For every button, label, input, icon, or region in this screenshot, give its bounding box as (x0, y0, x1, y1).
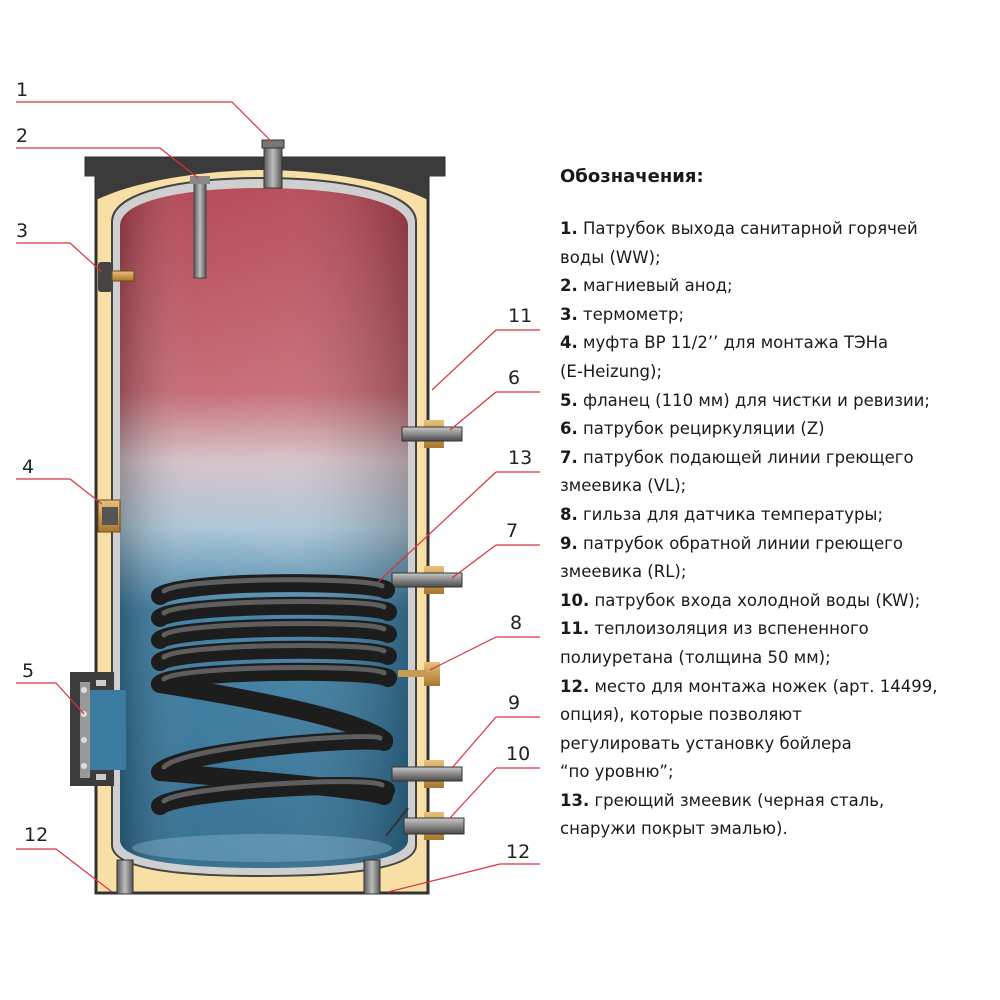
hot-water-outlet (261, 139, 285, 189)
top-cover (86, 158, 444, 200)
legend-item: 10. патрубок входа холодной воды (KW); (560, 587, 995, 616)
legend-item-number: 7. (560, 447, 578, 467)
legend-item: 11. теплоизоляция из вспененного полиуре… (560, 615, 995, 672)
callout-9: 9 (508, 692, 520, 714)
callout-7: 7 (506, 520, 518, 542)
legend-item-number: 12. (560, 676, 590, 696)
legend: Обозначения: 1. Патрубок выхода санитарн… (560, 166, 995, 844)
callout-10: 10 (506, 743, 530, 765)
legend-item-text: муфта ВР 11/2’’ для монтажа ТЭНа (E-Heiz… (560, 333, 889, 381)
heater-coupling (97, 499, 121, 533)
magnesium-anode (190, 176, 210, 279)
legend-item: 2. магниевый анод; (560, 272, 995, 301)
heating-coil (151, 574, 397, 815)
legend-item: 6. патрубок рециркуляции (Z) (560, 415, 995, 444)
legend-item: 9. патрубок обратной линии греющего змее… (560, 530, 995, 587)
recirculation-port (401, 420, 463, 448)
legend-item-number: 6. (560, 419, 578, 439)
legend-item: 3. термометр; (560, 301, 995, 330)
legend-item: 4. муфта ВР 11/2’’ для монтажа ТЭНа (E-H… (560, 329, 995, 386)
callout-12-right: 12 (506, 841, 530, 863)
callout-2: 2 (16, 125, 28, 147)
legend-item-number: 11. (560, 619, 590, 639)
legend-item-number: 5. (560, 390, 578, 410)
legend-item-text: термометр; (583, 304, 685, 324)
legend-item: 1. Патрубок выхода санитарной горячей во… (560, 215, 995, 272)
callout-3: 3 (16, 220, 28, 242)
callout-6: 6 (508, 367, 520, 389)
legend-item-text: греющий змеевик (черная сталь, снаружи п… (560, 790, 885, 839)
legend-item-text: гильза для датчика температуры; (583, 504, 884, 524)
legend-item: 8. гильза для датчика температуры; (560, 501, 995, 530)
legend-item-text: патрубок обратной линии греющего змеевик… (560, 533, 903, 582)
legend-item-number: 10. (560, 590, 590, 610)
legend-item-text: патрубок рециркуляции (Z) (583, 419, 825, 439)
callout-13: 13 (508, 447, 532, 469)
callout-4: 4 (22, 456, 34, 478)
legend-item-number: 4. (560, 333, 578, 353)
legend-item-text: теплоизоляция из вспененного полиуретана… (560, 619, 869, 667)
legend-item-text: магниевый анод; (583, 276, 733, 296)
callout-1: 1 (16, 79, 28, 101)
legend-item-number: 13. (560, 790, 590, 810)
callout-12-left: 12 (24, 824, 48, 846)
legend-item: 5. фланец (110 мм) для чистки и ревизии; (560, 387, 995, 416)
legend-item-number: 1. (560, 219, 578, 238)
legend-item-text: место для монтажа ножек (арт. 14499, опц… (560, 676, 938, 782)
legend-item-text: патрубок подающей линии греющего змеевик… (560, 447, 914, 496)
leader-lines (16, 101, 540, 893)
legend-item-number: 2. (560, 276, 578, 296)
legend-item: 12. место для монтажа ножек (арт. 14499,… (560, 673, 995, 787)
callout-labels: 1 2 3 4 5 11 6 13 7 8 9 10 12 12 (16, 79, 532, 863)
legend-item: 13. греющий змеевик (черная сталь, снару… (560, 787, 995, 844)
legend-item-number: 3. (560, 304, 578, 324)
coil-flow-port (391, 566, 463, 594)
legend-item-text: Патрубок выхода санитарной горячей воды … (560, 219, 918, 267)
feet (116, 859, 381, 895)
callout-8: 8 (510, 612, 522, 634)
legend-item-number: 8. (560, 504, 578, 524)
thermometer (98, 262, 135, 292)
cold-water-inlet (385, 807, 465, 840)
coil-return-port (391, 760, 463, 788)
callout-5: 5 (22, 660, 34, 682)
callout-11: 11 (508, 305, 532, 327)
inspection-flange (70, 672, 126, 786)
legend-item-text: патрубок входа холодной воды (KW); (594, 590, 921, 610)
legend-item-text: фланец (110 мм) для чистки и ревизии; (583, 390, 930, 410)
legend-title: Обозначения: (560, 166, 704, 187)
sensor-sleeve (398, 662, 440, 686)
legend-item-number: 9. (560, 533, 578, 553)
legend-item: 7. патрубок подающей линии греющего змее… (560, 444, 995, 501)
legend-list: 1. Патрубок выхода санитарной горячей во… (560, 215, 995, 844)
